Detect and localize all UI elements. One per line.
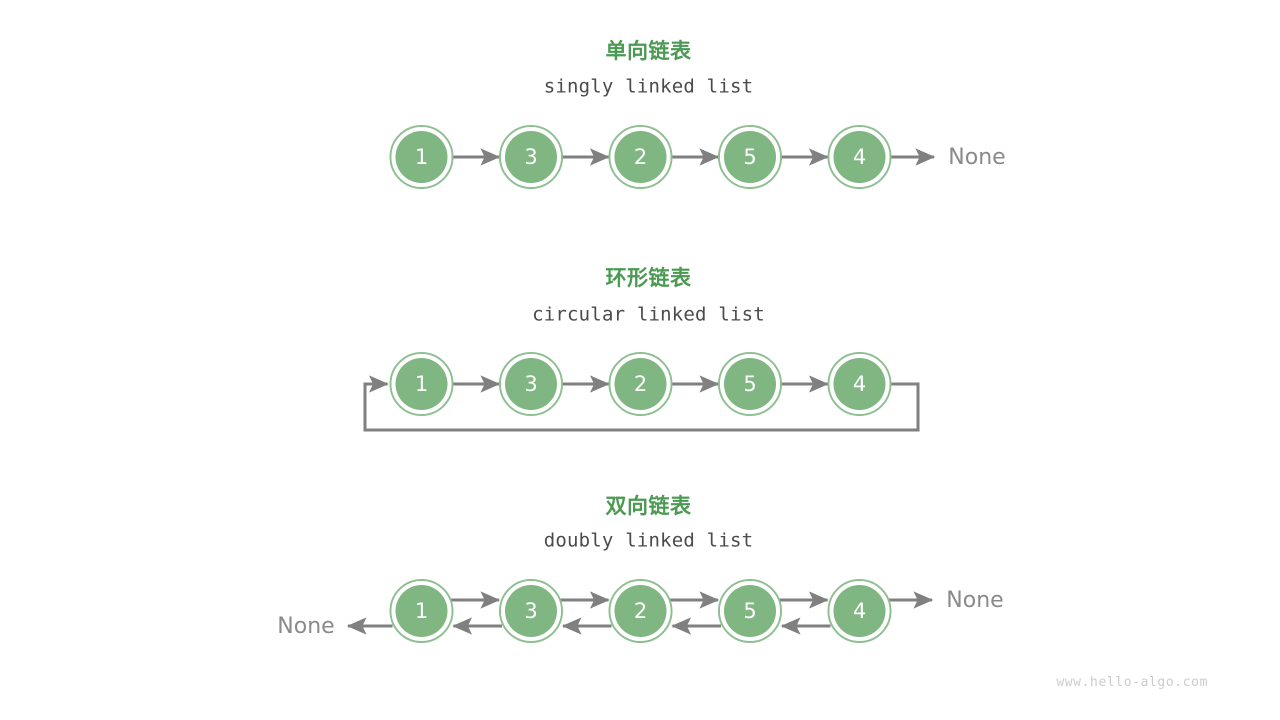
tail-none-label: None — [948, 145, 1005, 170]
list-node: 2 — [608, 125, 673, 189]
node-ring-gap — [501, 354, 561, 414]
node-ring-gap — [391, 354, 452, 414]
node-value: 4 — [853, 372, 866, 396]
node-circle — [505, 585, 557, 637]
list-node: 5 — [718, 125, 782, 189]
list-node: 4 — [827, 352, 892, 416]
node-value: 3 — [524, 599, 537, 623]
node-ring-gap — [610, 127, 671, 187]
node-outer-ring — [389, 579, 454, 643]
node-ring-gap — [720, 127, 780, 187]
list-node: 1 — [389, 352, 454, 416]
node-ring-gap — [501, 581, 561, 641]
section-title-en: doubly linked list — [544, 530, 754, 552]
watermark: www.hello-algo.com — [1056, 675, 1208, 690]
list-node: 5 — [718, 579, 782, 643]
node-value: 2 — [634, 599, 647, 623]
node-circle — [724, 358, 776, 410]
node-value: 5 — [743, 145, 756, 169]
node-ring-gap — [829, 354, 890, 414]
node-value: 4 — [853, 145, 866, 169]
section-title-cn: 环形链表 — [606, 266, 692, 290]
node-circle — [614, 131, 667, 183]
node-circle — [395, 131, 448, 183]
section-title-en: circular linked list — [532, 304, 765, 326]
tail-none-label: None — [946, 588, 1003, 613]
node-circle — [724, 131, 776, 183]
list-node: 1 — [389, 125, 454, 189]
section-circular: 环形链表 circular linked list 1 3 2 5 4 — [363, 266, 920, 432]
list-node: 1 — [389, 579, 454, 643]
node-ring-gap — [610, 354, 671, 414]
node-ring-gap — [829, 581, 890, 641]
node-outer-ring — [827, 579, 892, 643]
node-outer-ring — [827, 125, 892, 189]
node-ring-gap — [829, 127, 890, 187]
node-ring-gap — [610, 581, 671, 641]
node-value: 5 — [743, 372, 756, 396]
list-node: 3 — [499, 352, 563, 416]
node-value: 2 — [634, 145, 647, 169]
node-circle — [833, 585, 886, 637]
node-value: 4 — [853, 599, 866, 623]
node-ring-gap — [720, 581, 780, 641]
node-value: 3 — [524, 372, 537, 396]
node-outer-ring — [718, 125, 782, 189]
node-ring-gap — [501, 127, 561, 187]
node-outer-ring — [718, 352, 782, 416]
node-outer-ring — [827, 352, 892, 416]
list-node: 3 — [499, 125, 563, 189]
node-value: 1 — [415, 372, 428, 396]
list-node: 2 — [608, 352, 673, 416]
node-outer-ring — [499, 125, 563, 189]
node-circle — [505, 131, 557, 183]
list-node: 4 — [827, 125, 892, 189]
node-circle — [395, 585, 448, 637]
list-node: 5 — [718, 352, 782, 416]
node-ring-gap — [720, 354, 780, 414]
node-value: 1 — [415, 145, 428, 169]
node-circle — [833, 131, 886, 183]
node-value: 1 — [415, 599, 428, 623]
node-outer-ring — [608, 125, 673, 189]
node-outer-ring — [499, 352, 563, 416]
list-node: 2 — [608, 579, 673, 643]
node-circle — [395, 358, 448, 410]
node-outer-ring — [389, 352, 454, 416]
node-circle — [614, 585, 667, 637]
node-outer-ring — [499, 579, 563, 643]
node-outer-ring — [608, 352, 673, 416]
list-node: 3 — [499, 579, 563, 643]
circular-loopback-arrow — [363, 375, 920, 432]
section-title-cn: 双向链表 — [606, 494, 692, 518]
node-ring-gap — [391, 127, 452, 187]
list-node: 4 — [827, 579, 892, 643]
section-title-en: singly linked list — [544, 76, 754, 98]
node-value: 5 — [743, 599, 756, 623]
head-none-label: None — [277, 614, 334, 639]
node-ring-gap — [391, 581, 452, 641]
node-outer-ring — [389, 125, 454, 189]
node-value: 2 — [634, 372, 647, 396]
node-value: 3 — [524, 145, 537, 169]
node-circle — [614, 358, 667, 410]
section-title-cn: 单向链表 — [606, 39, 692, 63]
node-outer-ring — [718, 579, 782, 643]
node-circle — [505, 358, 557, 410]
node-circle — [833, 358, 886, 410]
node-circle — [724, 585, 776, 637]
node-outer-ring — [608, 579, 673, 643]
